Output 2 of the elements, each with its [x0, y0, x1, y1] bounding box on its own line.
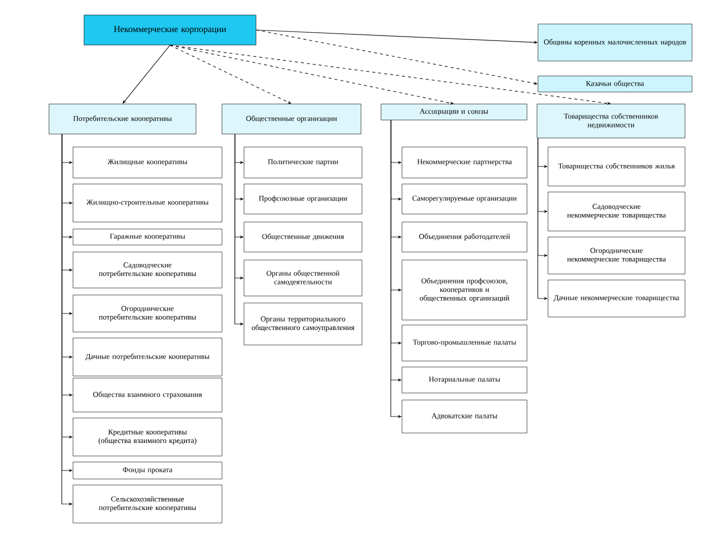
arrow — [170, 44, 292, 104]
root-box: Некоммерческие корпорации — [84, 14, 256, 46]
